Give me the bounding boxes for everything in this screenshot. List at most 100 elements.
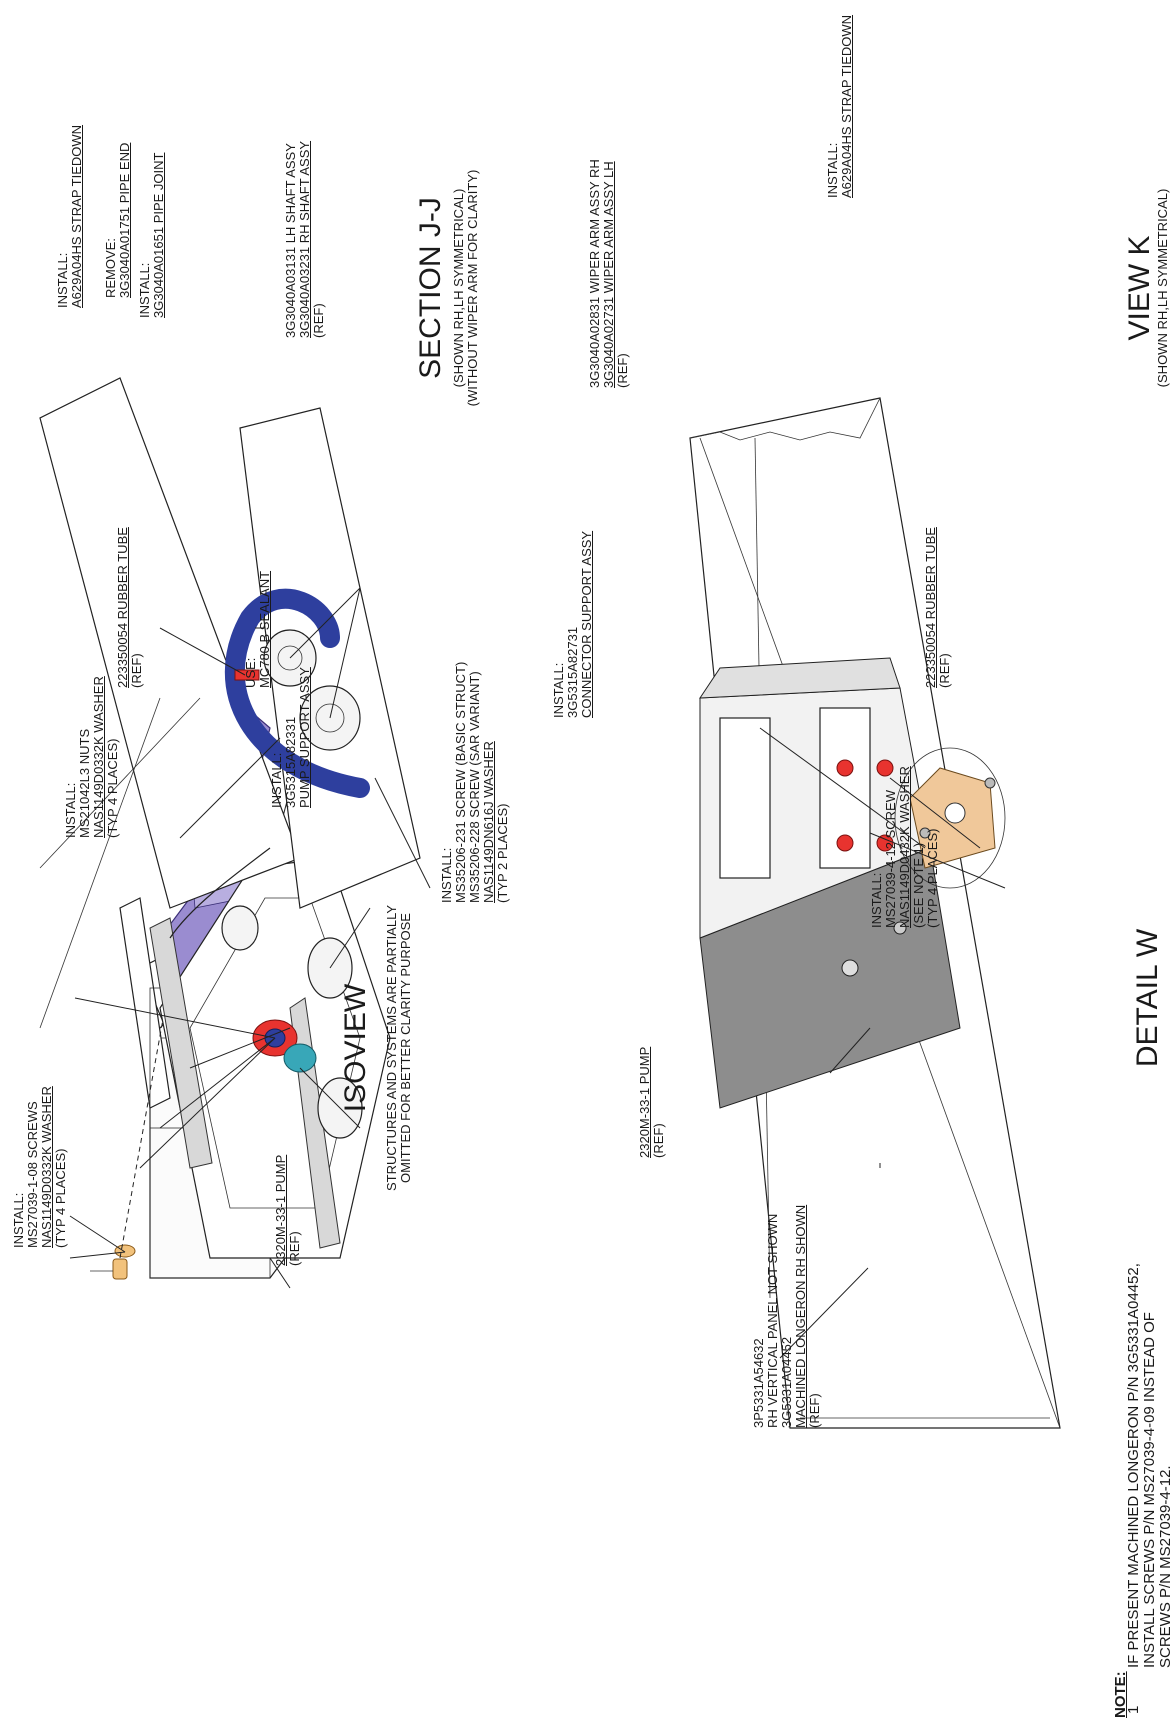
detail-w-title: DETAIL W	[1131, 928, 1164, 1068]
callout-line: NAS1149D0432K WASHER	[897, 766, 912, 928]
callout-line: (REF)	[311, 303, 326, 338]
callout-line: 3G3040A01751 PIPE END	[117, 142, 132, 298]
view-k-illustration	[39, 377, 431, 1029]
callout-line: (REF)	[807, 1393, 822, 1428]
callout-line: MS27039-1-08 SCREWS	[25, 1101, 40, 1248]
callout-line: RH VERTICAL PANEL NOT SHOWN	[765, 1213, 780, 1428]
red-screw-w-1	[836, 759, 854, 777]
callout-line: (REF)	[651, 1123, 666, 1158]
callout-line: NAS1149DN616J WASHER	[481, 741, 496, 903]
callout-line: 3P5331A54632	[751, 1338, 766, 1428]
callout-line: (SEE NOTE 1)	[911, 842, 926, 928]
isoview-note-line: OMITTED FOR BETTER CLARITY PURPOSE	[398, 913, 413, 1183]
pipe-joint-teal	[283, 1043, 317, 1073]
callout-line: MACHINED LONGERON RH SHOWN	[793, 1204, 808, 1428]
callout-line: 3G3040A03131 LH SHAFT ASSY	[283, 143, 298, 338]
callout-line: PUMP SUPPORT ASSY	[297, 667, 312, 808]
callout-line: 3G3040A01651 PIPE JOINT	[151, 152, 166, 318]
callout-line: REMOVE:	[103, 238, 118, 298]
callout-line: 3G3040A03231 RH SHAFT ASSY	[297, 140, 312, 338]
callout-iso-pump: 2320M-33-1 PUMP (REF)	[273, 1154, 302, 1266]
callout-line: (REF)	[129, 653, 144, 688]
callout-line: INSTALL:	[269, 752, 284, 808]
callout-line: 2320M-33-1 PUMP	[273, 1154, 288, 1266]
detail-magnifier	[894, 747, 1006, 889]
callout-line: 3G5331A04452	[779, 1336, 794, 1428]
callout-jj-tiedown: INSTALL: A629A04HS STRAP TIEDOWN	[55, 124, 84, 308]
callout-k-tube: 223350054 RUBBER TUBE (REF)	[923, 527, 952, 688]
callout-jj-tube: 223350054 RUBBER TUBE (REF)	[115, 527, 144, 688]
callout-iso-nuts: INSTALL: MS21042L3 NUTS NAS1149D0332K WA…	[63, 676, 120, 838]
rubber-tube-hose	[224, 588, 370, 798]
callout-line: INSTALL:	[11, 1192, 26, 1248]
callout-line: INSTALL:	[63, 782, 78, 838]
callout-iso-screws: INSTALL: MS27039-1-08 SCREWS NAS1149D033…	[11, 1086, 68, 1248]
note-line: IF PRESENT MACHINED LONGERON P/N 3G5331A…	[1125, 1263, 1142, 1668]
callout-iso-support: INSTALL: 3G5315A82331 PUMP SUPPORT ASSY	[269, 667, 312, 808]
callout-line: 223350054 RUBBER TUBE	[923, 527, 938, 688]
callout-line: (TYP 4 PLACES)	[53, 1148, 68, 1248]
callout-line: 2320M-33-1 PUMP	[637, 1046, 652, 1158]
mount-bracket-w-1	[719, 717, 771, 879]
isoview-note: STRUCTURES AND SYSTEMS ARE PARTIALLY OMI…	[384, 898, 413, 1198]
callout-line: MS35206-228 SCREW (SAR VARIANT)	[467, 671, 482, 903]
callout-jj-sealant: USE: MC780 B SEALANT	[243, 570, 272, 688]
callout-w-screws-note: INSTALL: MS27039-4-12 SCREW NAS1149D0432…	[869, 766, 940, 928]
note-line: INSTALL SCREWS P/N MS27039-4-09 INSTEAD …	[1141, 1312, 1158, 1668]
callout-line: INSTALL:	[825, 142, 840, 198]
isoview-title: ISOVIEW	[339, 983, 372, 1113]
callout-line: MS21042L3 NUTS	[77, 728, 92, 838]
isoview-note-line: STRUCTURES AND SYSTEMS ARE PARTIALLY	[384, 904, 399, 1192]
callout-line: INSTALL:	[439, 847, 454, 903]
callout-line: NAS1149D0332K WASHER	[91, 676, 106, 838]
screw-iso	[112, 1258, 128, 1280]
view-k-sub: (SHOWN RH,LH SYMMETRICAL)	[1155, 188, 1170, 388]
callout-line: INSTALL:	[55, 252, 70, 308]
callout-line: 3G3040A02731 WIPER ARM ASSY LH	[601, 161, 616, 388]
callout-k-wiper: 3G3040A02831 WIPER ARM ASSY RH 3G3040A02…	[587, 159, 630, 388]
callout-line: 3G5315A82731	[565, 626, 580, 718]
callout-jj-pipe-end: REMOVE: 3G3040A01751 PIPE END	[103, 142, 132, 298]
note-number: 1	[1125, 1705, 1142, 1714]
callout-line: MS27039-4-12 SCREW	[883, 790, 898, 928]
section-jj-illustration	[74, 857, 391, 1259]
callout-line: (TYP 4 PLACES)	[105, 738, 120, 838]
callout-line: NAS1149D0332K WASHER	[39, 1086, 54, 1248]
callout-w-longeron: 3P5331A54632 RH VERTICAL PANEL NOT SHOWN…	[751, 1204, 822, 1428]
callout-w-pump: 2320M-33-1 PUMP (REF)	[637, 1046, 666, 1158]
callout-line: 223350054 RUBBER TUBE	[115, 527, 130, 688]
callout-line: A629A04HS STRAP TIEDOWN	[69, 124, 84, 308]
callout-line: (REF)	[615, 353, 630, 388]
callout-line: 3G3040A02831 WIPER ARM ASSY RH	[587, 159, 602, 388]
callout-line: INSTALL:	[551, 662, 566, 718]
section-jj-sub-line: (WITHOUT WIPER ARM FOR CLARITY)	[465, 169, 480, 407]
callout-w-struct-screws: INSTALL: MS35206-231 SCREW (BASIC STRUCT…	[439, 661, 510, 903]
callout-line: MC780 B SEALANT	[257, 570, 272, 688]
callout-jj-pipe-joint: INSTALL: 3G3040A01651 PIPE JOINT	[137, 152, 166, 318]
section-jj-sub: (SHOWN RH,LH SYMMETRICAL) (WITHOUT WIPER…	[451, 138, 480, 438]
callout-line: 3G5315A82331	[283, 716, 298, 808]
view-k-title: VIEW K	[1123, 235, 1156, 341]
callout-line: (TYP 2 PLACES)	[495, 803, 510, 903]
callout-line: (REF)	[287, 1231, 302, 1266]
detail-w-illustration	[689, 397, 1061, 1429]
red-screw-w-4	[876, 834, 894, 852]
section-jj-sub-line: (SHOWN RH,LH SYMMETRICAL)	[451, 188, 466, 388]
callout-k-tiedown: INSTALL: A629A04HS STRAP TIEDOWN	[825, 14, 854, 198]
note-line: SCREWS P/N MS27039-4-12.	[1157, 1465, 1172, 1668]
callout-line: A629A04HS STRAP TIEDOWN	[839, 14, 854, 198]
callout-jj-shaft: 3G3040A03131 LH SHAFT ASSY 3G3040A03231 …	[283, 140, 326, 338]
washer-iso	[114, 1244, 136, 1258]
callout-w-connector: INSTALL: 3G5315A82731 CONNECTOR SUPPORT …	[551, 530, 594, 718]
callout-line: CONNECTOR SUPPORT ASSY	[579, 530, 594, 718]
callout-line: USE:	[243, 657, 258, 688]
red-screw-w-2	[876, 759, 894, 777]
callout-line: (REF)	[937, 653, 952, 688]
callout-line: (TYP 4 PLACES)	[925, 828, 940, 928]
red-screw-w-3	[836, 834, 854, 852]
mount-bracket-w-2	[819, 707, 871, 869]
callout-line: MS35206-231 SCREW (BASIC STRUCT)	[453, 661, 468, 903]
